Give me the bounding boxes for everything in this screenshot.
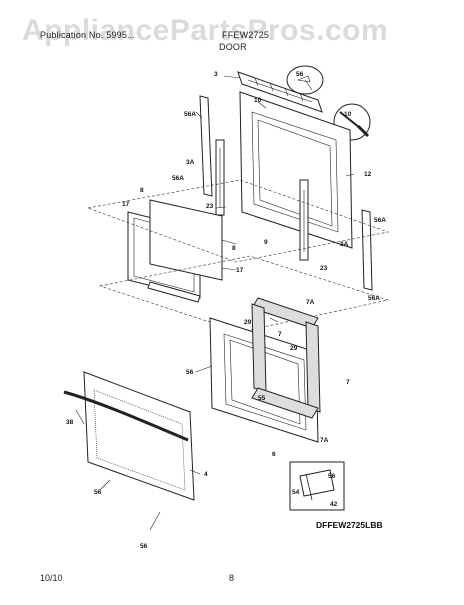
callout-label: 3 xyxy=(214,71,218,78)
callout-label: 29 xyxy=(290,345,298,352)
callout-label: 56 xyxy=(186,369,194,376)
right-side-strip xyxy=(361,209,373,291)
door-handle xyxy=(63,390,189,442)
callout-label: 7A xyxy=(306,299,315,306)
callout-label: 7 xyxy=(278,331,282,338)
callout-label: 4 xyxy=(204,471,208,478)
callout-label: 12 xyxy=(364,171,372,178)
callout-label: 54 xyxy=(292,489,300,496)
callout-label: 3A xyxy=(340,241,349,248)
assembly-guide-lines xyxy=(86,179,390,333)
callout-label: 38 xyxy=(66,419,74,426)
callout-label: 56A xyxy=(368,295,380,302)
callout-label: 8 xyxy=(140,187,144,194)
callout-label: 10 xyxy=(254,97,262,104)
callout-label: 55 xyxy=(258,395,266,402)
callout-label: 7A xyxy=(320,437,329,444)
model-label: FFEW2725 xyxy=(222,30,270,40)
callout-label: 56 xyxy=(94,489,102,496)
glass-panel-inner xyxy=(149,199,223,281)
outer-door-panel xyxy=(83,371,195,501)
bottom-glass-retainer xyxy=(147,281,201,303)
callout-label: 23 xyxy=(320,265,328,272)
watermark: AppliancePartsPros.com xyxy=(22,14,389,47)
footer-page-number: 8 xyxy=(229,573,235,583)
section-title: DOOR xyxy=(219,42,247,52)
top-vent-trim xyxy=(237,71,323,113)
callout-label: 29 xyxy=(244,319,252,326)
callout-label: 3A xyxy=(186,159,195,166)
callout-label: 6 xyxy=(272,451,276,458)
callout-label: 56A xyxy=(172,175,184,182)
right-hinge xyxy=(299,179,309,261)
callout-label: 23 xyxy=(206,203,214,210)
footer-date: 10/10 xyxy=(40,573,63,583)
callout-label: 17 xyxy=(236,267,244,274)
callout-label: 9 xyxy=(264,239,268,246)
callout-label: 42 xyxy=(330,501,338,508)
insulation-side xyxy=(251,303,321,413)
insulation-bottom xyxy=(251,387,319,419)
leader-lines xyxy=(75,75,355,531)
callout-label: 56A xyxy=(184,111,196,118)
hinge-bracket-detail xyxy=(289,461,345,511)
callout-labels: 3 56 10 56A 10 12 3A 56A 23 8 17 9 56A 3… xyxy=(66,71,386,550)
callout-label: 17 xyxy=(122,201,130,208)
left-side-strip xyxy=(199,95,213,197)
diagram-code: DFFEW2725LBB xyxy=(316,520,383,530)
publication-label: Publication No. 5995... xyxy=(40,30,136,40)
screw-detail-bubble xyxy=(286,65,324,95)
callout-label: 7 xyxy=(346,379,350,386)
callout-label: 10 xyxy=(344,111,352,118)
callout-label: 56A xyxy=(374,217,386,224)
callout-label: 56 xyxy=(296,71,304,78)
inner-door-liner xyxy=(239,91,353,249)
callout-label: 8 xyxy=(232,245,236,252)
callout-label: 56 xyxy=(328,473,336,480)
callout-label: 56 xyxy=(140,543,148,550)
left-hinge xyxy=(215,139,225,216)
